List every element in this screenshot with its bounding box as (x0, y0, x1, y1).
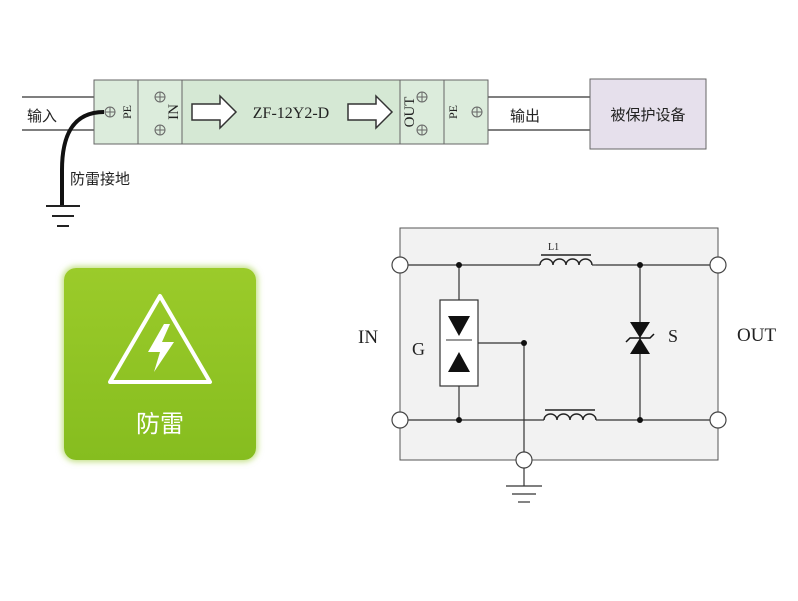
in-label: IN (166, 104, 182, 120)
circuit-in-label: IN (358, 327, 378, 348)
gdt-component (439, 299, 479, 387)
ground-icon (506, 485, 542, 503)
terminal-out-bottom (709, 411, 727, 429)
inductor-label: L1 (548, 242, 559, 253)
tvs-diode (625, 322, 655, 354)
ground-label: 防雷接地 (70, 170, 130, 188)
lightning-protection-badge: 防雷 (64, 268, 256, 460)
ground-icon (46, 205, 80, 227)
protected-device-box (589, 78, 707, 150)
badge-label: 防雷 (136, 410, 184, 438)
arrow-right-icon (347, 94, 394, 130)
terminal-ground (515, 451, 533, 469)
pe-left-label: PE (120, 105, 134, 119)
protected-device-label: 被保护设备 (610, 106, 685, 124)
terminal-out-top (709, 256, 727, 274)
device-model: ZF-12Y2-D (253, 105, 329, 122)
out-label: OUT (402, 97, 418, 128)
inductor-bottom (543, 413, 597, 421)
gdt-label: G (412, 339, 425, 359)
output-label: 输出 (510, 107, 540, 125)
input-label: 输入 (27, 107, 57, 125)
pe-right-label: PE (446, 105, 460, 119)
tvs-label: S (668, 326, 678, 346)
inductor-top (539, 258, 593, 266)
circuit-out-label: OUT (737, 325, 776, 346)
lightning-warning-icon (108, 294, 212, 384)
terminal-in-bottom (391, 411, 409, 429)
terminal-in-top (391, 256, 409, 274)
ground-wire (60, 110, 105, 206)
arrow-right-icon (191, 94, 238, 130)
